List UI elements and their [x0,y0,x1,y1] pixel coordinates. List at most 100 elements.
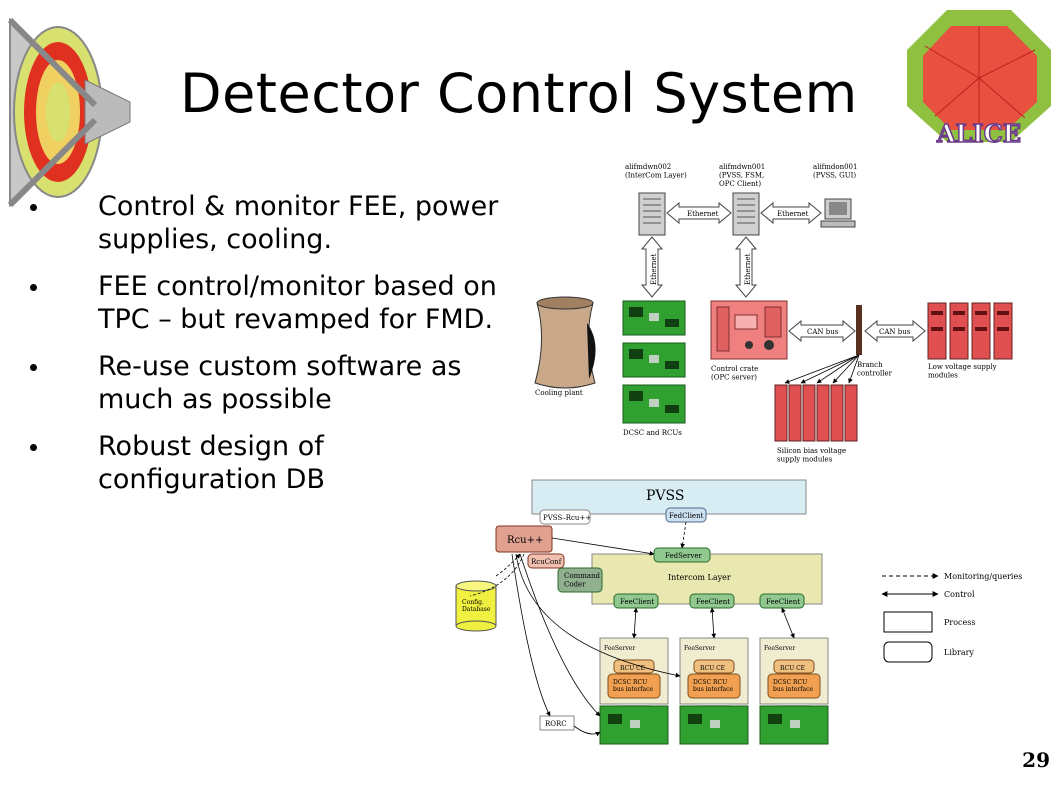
pvss-rcu-label: PVSS–Rcu++ [543,514,591,522]
text-line: OPC Client) [719,180,761,188]
config-database-icon [455,580,497,632]
rorc-label: RORC [545,720,567,728]
ethernet-label: Ethernet [744,253,752,285]
command-coder-library [557,567,603,593]
intercom-label: Intercom Layer [668,573,731,582]
bullet-item: Control & monitor FEE, power supplies, c… [30,190,500,256]
rorc-box [539,715,575,731]
bullet-list: Control & monitor FEE, power supplies, c… [30,190,500,510]
dcsc-label: DCSC and RCUs [623,429,682,437]
cooling-plant-icon [534,296,596,389]
node-label-alifmdon001: alifmdon001(PVSS, GUI) [813,163,857,179]
feeserver-label: FeeServer [604,645,635,652]
text-line: Coder [564,580,586,588]
text-line: (OPC server) [711,373,757,381]
rcupp-process-box [495,525,553,553]
silicon-bias-modules-icon [774,384,858,442]
feeclient-label: FeeClient [620,598,654,606]
bullet-icon [30,444,37,451]
text-line: bus interface [773,686,813,693]
page-title: Detector Control System [180,62,858,125]
ethernet-link: Ethernet [666,201,732,225]
feeclient-label: FeeClient [766,598,800,606]
text-line: (PVSS, GUI) [813,171,856,179]
legend-library-label: Library [944,648,974,657]
fedclient-label: FedClient [669,512,704,520]
bullet-item: FEE control/monitor based on TPC – but r… [30,270,500,336]
text-line: (PVSS, FSM, [719,171,764,179]
cooling-plant-label: Cooling plant [535,389,583,397]
low-voltage-label-text: Low voltage supply [928,363,997,371]
text-line: (InterCom Layer) [625,171,687,179]
can-bus-label: CAN bus [879,328,911,336]
software-connection-arrows [469,521,795,737]
detector-illustration [7,17,131,208]
node-label-alifmdwn002-text: alifmdwn002 [625,163,671,171]
node-label-alifmdwn002: alifmdwn002(InterCom Layer) [625,163,687,179]
pvss-label: PVSS [646,488,684,504]
bullet-item: Robust design of configuration DB [30,430,500,496]
silicon-bias-label-text: Silicon bias voltage [777,447,846,455]
legend: Monitoring/queries Control Process Libra… [881,572,1022,663]
rcu-ce-label: RCU CE [620,665,645,672]
rcu-ce-label: RCU CE [700,665,725,672]
text-line: controller [857,369,893,377]
dcsc-rcu-label-text: DCSC RCU [773,679,807,686]
bullet-text: FEE control/monitor based on TPC – but r… [98,271,497,335]
ethernet-label: Ethernet [687,210,719,218]
dcsc-board-icon [622,300,686,336]
can-bus-link: CAN bus [864,319,926,343]
bullet-icon [30,364,37,371]
bias-connection-arrows [784,354,860,384]
rcu-ce-label: RCU CE [780,665,805,672]
control-crate-icon [710,300,788,360]
dcsc-board-icon [622,384,686,424]
text-line: Database [462,606,491,613]
legend-control-label: Control [944,590,975,599]
config-database-label: Config.Database [462,599,491,613]
rcuconf-label: RcuConf [531,558,563,566]
node-label-alifmdon001-text: alifmdon001 [813,163,857,171]
low-voltage-modules-icon [927,302,1013,360]
text-line: bus interface [693,686,733,693]
dcsc-rcu-label-text: DCSC RCU [613,679,647,686]
page-number: 29 [1022,748,1050,772]
server-icon [638,192,666,236]
control-crate-label: Control crate(OPC server) [711,365,758,381]
ethernet-link: Ethernet [760,201,822,225]
text-line: bus interface [613,686,653,693]
control-crate-label-text: Control crate [711,365,758,373]
can-bus-label: CAN bus [807,328,839,336]
bullet-icon [30,204,37,211]
node-label-alifmdwn001: alifmdwn001(PVSS, FSM,OPC Client) [719,163,765,188]
bullet-text: Re-use custom software as much as possib… [98,351,462,415]
software-diagram: PVSS PVSS–Rcu++ FedClient Rcu++ RcuConf … [455,479,1022,745]
legend-process-label: Process [944,618,975,627]
bullet-icon [30,284,37,291]
server-icon [732,192,760,236]
node-label-alifmdwn001-text: alifmdwn001 [719,163,765,171]
branch-controller-icon [856,305,862,355]
hardware-diagram: alifmdwn002(InterCom Layer) alifmdwn001(… [534,163,1013,463]
alice-logo-text: ALICE [936,119,1021,146]
command-coder-label-text: Command [564,572,601,580]
ethernet-link-vertical: Ethernet [640,236,664,298]
ethernet-label: Ethernet [650,253,658,285]
dcsc-rcu-label-text: DCSC RCU [693,679,727,686]
alice-logo: ALICE [907,10,1051,146]
bullet-text: Robust design of configuration DB [98,431,325,495]
ethernet-label: Ethernet [777,210,809,218]
text-line: modules [928,371,958,379]
rcuconf-library [527,553,565,569]
bullet-item: Re-use custom software as much as possib… [30,350,500,416]
config-database-label-text: Config. [462,599,484,606]
